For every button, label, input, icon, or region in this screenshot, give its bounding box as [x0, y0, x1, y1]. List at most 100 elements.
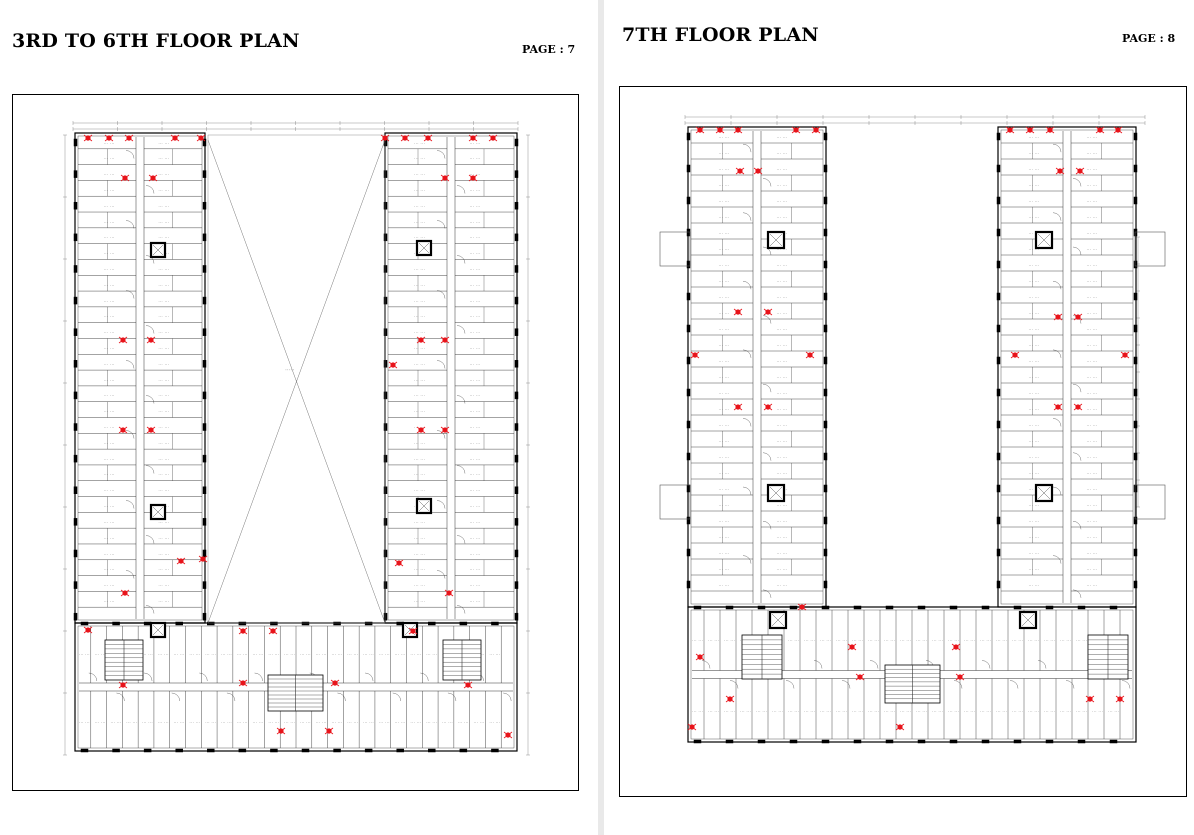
building-wing: ··· ······ ······ ······ ······ ······ ·… [996, 126, 1138, 608]
room-label: ··· ··· [158, 584, 169, 587]
room-label: ··· ··· [221, 653, 232, 656]
window-bar [1133, 580, 1138, 589]
room-label: ··· ··· [158, 158, 169, 161]
window-bar [514, 486, 519, 494]
room-label: ··· ··· [916, 639, 927, 642]
red-marker-icon [735, 167, 745, 175]
room-label: ··· ··· [158, 173, 169, 176]
window-bar [996, 420, 1001, 429]
room-label: ··· ··· [414, 569, 425, 572]
room-label: ··· ··· [414, 584, 425, 587]
room-label: ··· ··· [469, 490, 480, 493]
room-label: ··· ··· [836, 710, 847, 713]
red-marker-icon [238, 679, 248, 687]
red-marker-icon [463, 681, 473, 689]
red-marker-icon [440, 174, 450, 182]
door-swing-icon [436, 500, 446, 509]
door-swing-icon [742, 212, 752, 221]
window-bar [175, 621, 183, 626]
room-label: ··· ··· [718, 408, 729, 411]
window-bar [202, 360, 207, 368]
room-label: ··· ··· [776, 296, 787, 299]
room-label: ··· ··· [772, 710, 783, 713]
room-label: ··· ··· [104, 316, 115, 319]
door-swing-icon [1072, 246, 1082, 256]
red-marker-icon [1073, 313, 1083, 321]
window-bar [1077, 739, 1086, 744]
door-swing-icon [841, 680, 851, 689]
room-label: ··· ··· [1086, 280, 1097, 283]
door-swing-icon [125, 220, 135, 229]
window-bar [73, 518, 78, 526]
room-label: ··· ··· [776, 328, 787, 331]
door-swing-icon [226, 692, 236, 702]
window-bar [823, 228, 828, 237]
room-label: ··· ··· [776, 200, 787, 203]
door-swing-icon [125, 570, 135, 579]
room-label: ··· ··· [316, 653, 327, 656]
room-label: ··· ··· [414, 521, 425, 524]
window-bar [73, 423, 78, 431]
room-label: ··· ··· [718, 296, 729, 299]
window-bar [686, 356, 691, 365]
room-label: ··· ··· [410, 653, 421, 656]
courtyard-outline [207, 134, 386, 624]
door-swing-icon [1052, 418, 1062, 427]
room-label: ··· ··· [414, 331, 425, 334]
window-bar [270, 748, 278, 753]
red-marker-icon [444, 589, 454, 597]
window-bar [686, 132, 691, 141]
room-label: ··· ··· [469, 395, 480, 398]
room-label: ··· ··· [414, 300, 425, 303]
window-bar [686, 484, 691, 493]
room-label: ··· ··· [900, 710, 911, 713]
door-swing-icon [145, 185, 155, 194]
window-bar [686, 388, 691, 397]
room-label: ··· ··· [142, 721, 153, 724]
room-label: ··· ··· [252, 653, 263, 656]
red-marker-icon [1053, 313, 1063, 321]
room-label: ··· ··· [104, 284, 115, 287]
room-label: ··· ··· [414, 426, 425, 429]
red-marker-icon [380, 134, 390, 142]
window-bar [996, 260, 1001, 269]
window-bar [789, 605, 798, 610]
room-label: ··· ··· [469, 363, 480, 366]
door-swing-icon [144, 672, 153, 682]
room-label: ··· ··· [158, 653, 169, 656]
floor-plan-drawing: ··· ··· ··· ··· ··· ··· ··· ··· ··· ··· ··· ·… [12, 94, 579, 791]
door-swing-icon [1009, 680, 1019, 689]
window-bar [73, 391, 78, 400]
red-marker-icon [416, 336, 426, 344]
room-label: ··· ··· [469, 569, 480, 572]
window-bar [491, 621, 499, 626]
window-bar [885, 739, 894, 744]
room-label: ··· ··· [1028, 584, 1039, 587]
red-marker-icon [951, 643, 961, 651]
room-label: ··· ··· [104, 205, 115, 208]
room-label: ··· ··· [776, 280, 787, 283]
room-label: ··· ··· [776, 440, 787, 443]
room-label: ··· ··· [1060, 639, 1071, 642]
door-swing-icon [762, 589, 772, 598]
room-label: ··· ··· [414, 474, 425, 477]
door-swing-icon [254, 672, 263, 682]
window-bar [821, 739, 830, 744]
window-bar [1045, 605, 1054, 610]
page-title: 7TH FLOOR PLAN [622, 24, 819, 46]
window-bar [514, 423, 519, 431]
door-swing-icon [436, 220, 446, 229]
room-label: ··· ··· [104, 331, 115, 334]
room-label: ··· ··· [104, 363, 115, 366]
room-label: ··· ··· [158, 490, 169, 493]
room-label: ··· ··· [718, 152, 729, 155]
window-bar [202, 486, 207, 494]
window-bar [885, 605, 894, 610]
door-swing-icon [1037, 660, 1047, 669]
room-label: ··· ··· [1086, 216, 1097, 219]
door-swing-icon [436, 570, 446, 579]
red-marker-icon [1005, 126, 1015, 134]
lift-icon [1034, 483, 1054, 503]
room-label: ··· ··· [414, 600, 425, 603]
room-label: ··· ··· [1028, 296, 1039, 299]
